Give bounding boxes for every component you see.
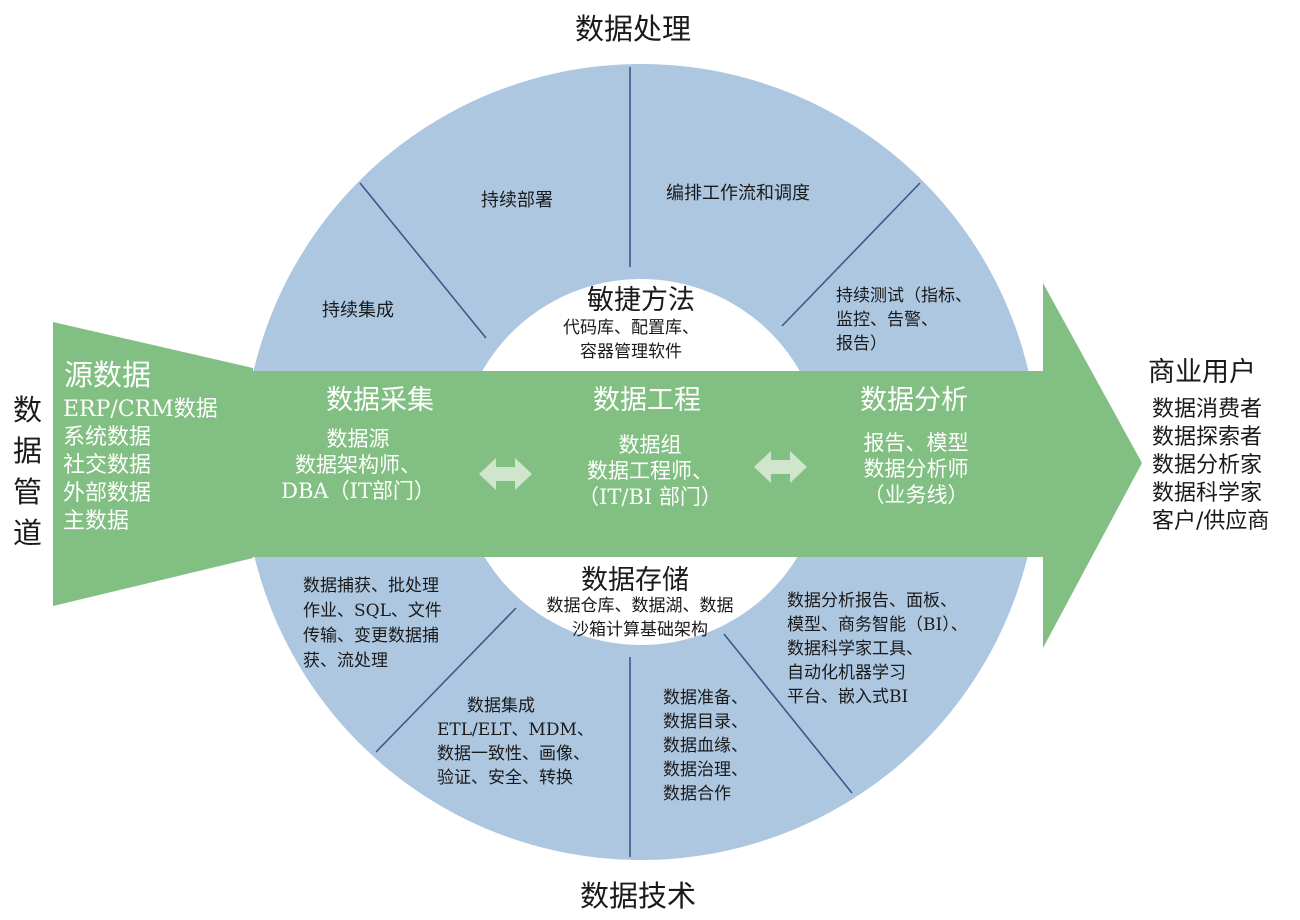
segment-line: 监控、告警、 bbox=[836, 310, 938, 330]
pipeline-char: 据 bbox=[13, 434, 43, 468]
segment-continuous-integration: 持续集成 bbox=[322, 300, 394, 321]
segment-line: 数据合作 bbox=[663, 784, 731, 804]
pipeline-char: 数 bbox=[13, 393, 43, 427]
user-item: 数据消费者 bbox=[1152, 397, 1263, 422]
segment-line: 数据分析报告、面板、 bbox=[787, 591, 957, 611]
storage-title: 数据存储 bbox=[581, 565, 689, 596]
data-flow-arrow bbox=[250, 283, 1142, 648]
segment-analytics-tools: 数据分析报告、面板、 模型、商务智能（BI）、 数据科学家工具、 自动化机器学习… bbox=[787, 589, 968, 709]
agile-lines: 代码库、配置库、 容器管理软件 bbox=[521, 316, 741, 364]
segment-line: 验证、安全、转换 bbox=[437, 768, 573, 788]
ring-dividers bbox=[359, 67, 921, 857]
segment-line: 数据血缘、 bbox=[663, 736, 748, 756]
double-arrow-left bbox=[479, 458, 532, 490]
band-collect-lines: 数据源 数据架构师、 DBA（IT部门） bbox=[238, 426, 478, 504]
user-item: 客户/供应商 bbox=[1152, 509, 1270, 534]
segment-line: 数据科学家工具、 bbox=[787, 639, 923, 659]
segment-line: 作业、SQL、文件 bbox=[303, 601, 442, 621]
segment-line: 数据目录、 bbox=[663, 712, 748, 732]
band-line: 报告、模型 bbox=[863, 431, 969, 455]
band-collect-title: 数据采集 bbox=[326, 385, 434, 416]
source-item: 系统数据 bbox=[63, 425, 152, 450]
segment-line: 模型、商务智能（BI）、 bbox=[787, 615, 968, 635]
source-item: ERP/CRM数据 bbox=[63, 397, 218, 422]
source-trapezoid bbox=[53, 322, 253, 606]
users-list: 数据消费者 数据探索者 数据分析家 数据科学家 客户/供应商 bbox=[1152, 396, 1269, 536]
user-item: 数据分析家 bbox=[1152, 453, 1263, 478]
segment-line: 平台、嵌入式BI bbox=[787, 687, 909, 707]
storage-lines: 数据仓库、数据湖、数据 沙箱计算基础架构 bbox=[520, 594, 760, 642]
storage-line: 数据仓库、数据湖、数据 bbox=[546, 596, 734, 616]
segment-line: 数据一致性、画像、 bbox=[437, 744, 590, 764]
source-title: 源数据 bbox=[64, 358, 152, 392]
band-analyze-lines: 报告、模型 数据分析师 （业务线） bbox=[796, 430, 1036, 508]
segment-line: 数据捕获、批处理 bbox=[303, 576, 439, 596]
user-item: 数据科学家 bbox=[1152, 481, 1263, 506]
band-analyze-title: 数据分析 bbox=[860, 385, 968, 416]
double-arrow-right bbox=[754, 451, 807, 483]
segment-line: 自动化机器学习 bbox=[787, 663, 906, 683]
source-item: 社交数据 bbox=[63, 453, 152, 478]
agile-line: 代码库、配置库、 bbox=[563, 318, 699, 338]
band-engineer-title: 数据工程 bbox=[593, 385, 701, 416]
divider-bottom-left bbox=[375, 607, 517, 753]
band-line: （IT/BI 部门） bbox=[578, 485, 722, 509]
segment-data-governance: 数据准备、 数据目录、 数据血缘、 数据治理、 数据合作 bbox=[663, 686, 748, 806]
users-title: 商业用户 bbox=[1148, 357, 1256, 388]
segment-continuous-testing: 持续测试（指标、 监控、告警、 报告） bbox=[836, 284, 972, 356]
band-line: 数据组 bbox=[618, 433, 682, 457]
agile-title: 敏捷方法 bbox=[587, 285, 695, 316]
divider-top-left bbox=[359, 182, 487, 339]
band-line: 数据工程师、 bbox=[587, 459, 713, 483]
agile-line: 容器管理软件 bbox=[580, 342, 682, 362]
top-title: 数据处理 bbox=[575, 12, 692, 46]
pipeline-char: 道 bbox=[13, 516, 43, 550]
band-line: 数据架构师、 bbox=[295, 453, 421, 477]
segment-line: 数据集成 bbox=[467, 696, 535, 716]
segment-line: 持续测试（指标、 bbox=[836, 286, 972, 306]
divider-bottom-right bbox=[723, 633, 853, 794]
segment-line: 报告） bbox=[836, 334, 887, 354]
source-list: ERP/CRM数据 系统数据 社交数据 外部数据 主数据 bbox=[63, 396, 218, 536]
storage-line: 沙箱计算基础架构 bbox=[572, 620, 708, 640]
segment-line: 传输、变更数据捕 bbox=[303, 626, 439, 646]
segment-line: 数据治理、 bbox=[663, 760, 748, 780]
band-line: （业务线） bbox=[863, 483, 969, 507]
source-item: 主数据 bbox=[63, 509, 130, 534]
segment-data-integration: 数据集成 ETL/ELT、MDM、 数据一致性、画像、 验证、安全、转换 bbox=[437, 694, 594, 790]
band-engineer-lines: 数据组 数据工程师、 （IT/BI 部门） bbox=[530, 432, 770, 510]
band-line: 数据分析师 bbox=[863, 457, 969, 481]
segment-continuous-deployment: 持续部署 bbox=[481, 190, 553, 211]
divider-top-right bbox=[781, 182, 921, 327]
pipeline-label: 数 据 管 道 bbox=[13, 390, 42, 554]
segment-orchestration: 编排工作流和调度 bbox=[666, 183, 810, 204]
pipeline-char: 管 bbox=[13, 475, 43, 509]
segment-line: 数据准备、 bbox=[663, 688, 748, 708]
band-line: 数据源 bbox=[326, 427, 390, 451]
segment-data-capture: 数据捕获、批处理 作业、SQL、文件 传输、变更数据捕 获、流处理 bbox=[303, 574, 442, 674]
band-line: DBA（IT部门） bbox=[281, 479, 435, 503]
bottom-title: 数据技术 bbox=[580, 879, 697, 913]
user-item: 数据探索者 bbox=[1152, 425, 1263, 450]
segment-line: ETL/ELT、MDM、 bbox=[437, 720, 594, 740]
segment-line: 获、流处理 bbox=[303, 651, 388, 671]
source-item: 外部数据 bbox=[63, 481, 152, 506]
